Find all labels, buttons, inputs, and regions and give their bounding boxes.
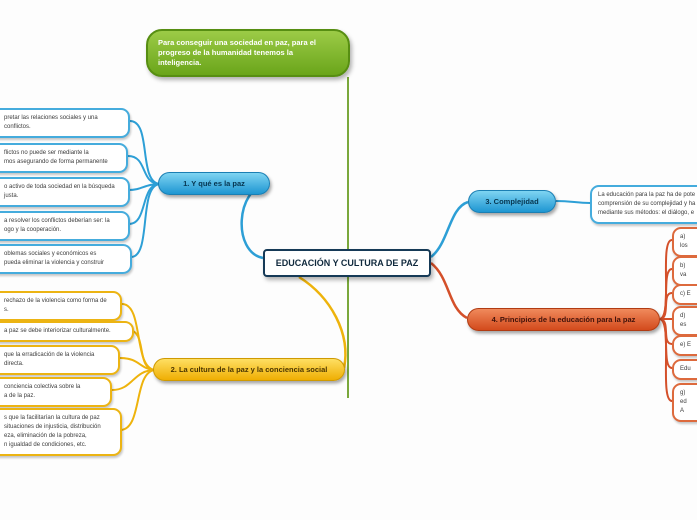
connector-branch4-child7 (659, 318, 673, 402)
connector-branch1-child5 (130, 183, 161, 258)
branch-4-subtopic-4[interactable]: d) es (672, 306, 697, 336)
branch-1-topic[interactable]: 1. Y qué es la paz (158, 172, 270, 195)
central-topic[interactable]: EDUCACIÓN Y CULTURA DE PAZ (263, 249, 431, 277)
floating-note[interactable]: Para conseguir una sociedad en paz, para… (146, 29, 350, 78)
branch-2-subtopic-1[interactable]: rechazo de la violencia como forma de s. (0, 291, 122, 321)
branch-2-subtopic-3[interactable]: que la erradicación de la violencia dire… (0, 345, 120, 375)
branch-3-topic[interactable]: 3. Complejidad (468, 190, 556, 213)
branch-1-subtopic-3[interactable]: o activo de toda sociedad en la búsqueda… (0, 177, 130, 207)
connector-branch1-child1 (129, 120, 161, 185)
connector-branch3-child1 (555, 200, 591, 204)
connector-branch2-child3 (119, 357, 156, 371)
branch-2-subtopic-2[interactable]: a paz se debe interiorizar culturalmente… (0, 321, 134, 342)
branch-4-subtopic-2[interactable]: b) va (672, 256, 697, 286)
branch-1-subtopic-1[interactable]: pretar las relaciones sociales y una con… (0, 108, 130, 138)
connector-branch2-child5 (119, 369, 156, 431)
connector-branch1-child2 (127, 155, 161, 185)
branch-4-subtopic-6[interactable]: Edu (672, 359, 697, 380)
branch-4-topic[interactable]: 4. Principios de la educación para la pa… (467, 308, 660, 331)
connector-branch4-child3 (659, 292, 673, 320)
connector-center-branch1 (240, 182, 268, 260)
branch-2-subtopic-5[interactable]: s que la facilitarían la cultura de paz … (0, 408, 122, 456)
connector-center-branch2 (298, 275, 347, 369)
branch-4-subtopic-1[interactable]: a) los (672, 227, 697, 257)
connector-center-branch3 (430, 200, 469, 258)
branch-4-subtopic-5[interactable]: e) E (672, 335, 697, 356)
branch-4-subtopic-7[interactable]: g) ed A (672, 383, 697, 422)
branch-3-subtopic-1[interactable]: La educación para la paz ha de pote comp… (590, 185, 697, 224)
branch-1-subtopic-2[interactable]: flictos no puede ser mediante la mos ase… (0, 143, 128, 173)
branch-1-subtopic-5[interactable]: oblemas sociales y económicos es pueda e… (0, 244, 132, 274)
branch-2-subtopic-4[interactable]: conciencia colectiva sobre la a de la pa… (0, 377, 112, 407)
branch-4-subtopic-3[interactable]: c) E (672, 284, 697, 305)
connector-center-branch4 (430, 262, 468, 320)
branch-1-subtopic-4[interactable]: a resolver los conflictos deberían ser: … (0, 211, 130, 241)
branch-2-topic[interactable]: 2. La cultura de la paz y la conciencia … (153, 358, 345, 381)
